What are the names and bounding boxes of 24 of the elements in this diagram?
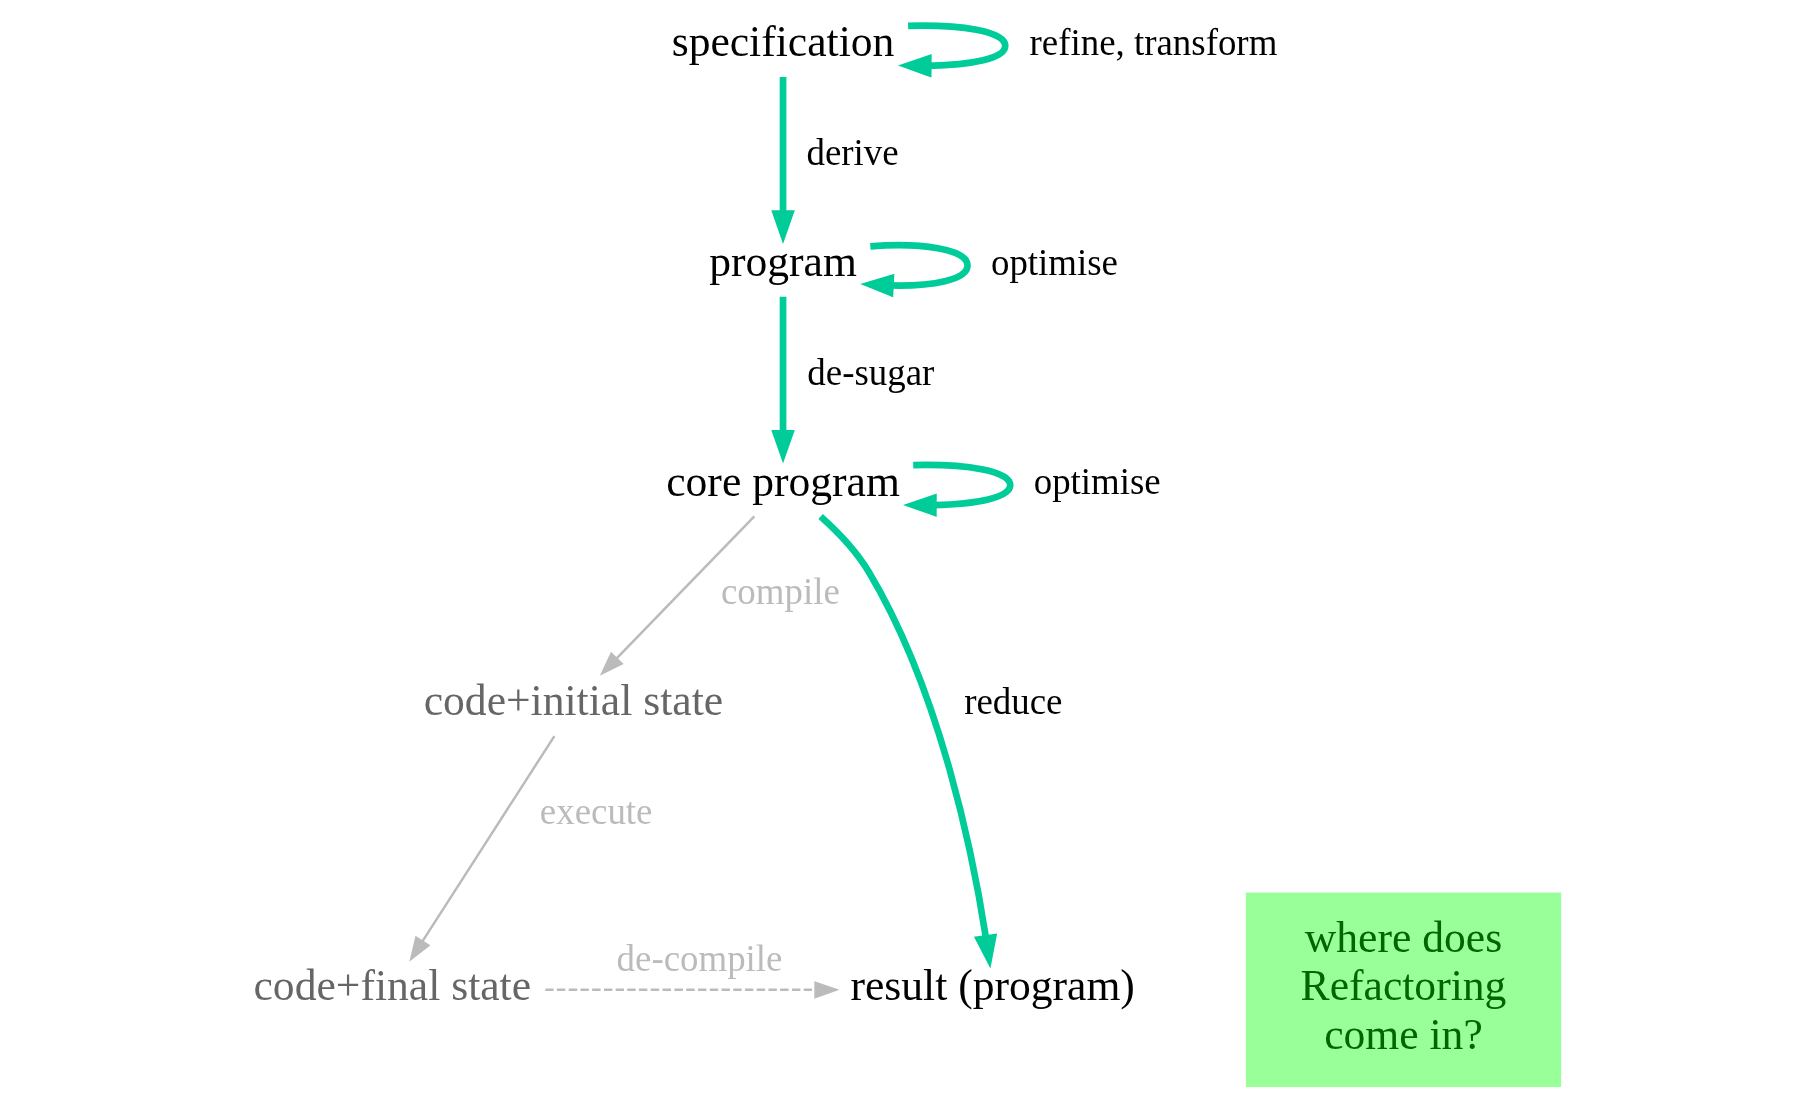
node-text: specification xyxy=(671,17,894,66)
node-text: result (program) xyxy=(849,961,1135,1010)
edge-label: optimise xyxy=(1033,461,1161,503)
arrow xyxy=(408,735,555,962)
edge-label: de-compile xyxy=(616,937,782,979)
node-box: where does Refactoring come in? xyxy=(1245,892,1561,1088)
node-text: code+initial state xyxy=(423,676,723,725)
edge-label: refine, transform xyxy=(1029,22,1277,64)
node-text: core program xyxy=(665,456,900,505)
arrow xyxy=(770,296,795,464)
arrow xyxy=(817,513,997,969)
edge-label: optimise xyxy=(990,241,1118,283)
arrow xyxy=(544,981,840,999)
node-text: program xyxy=(708,236,857,285)
arrow xyxy=(897,22,1009,78)
edge-label: derive xyxy=(806,131,899,173)
node-text: code+final state xyxy=(253,961,531,1010)
arrow xyxy=(902,461,1014,517)
edge-label: reduce xyxy=(963,681,1062,723)
edge-label: compile xyxy=(720,571,840,613)
arrow xyxy=(599,515,755,676)
edge-label: de-sugar xyxy=(806,351,934,393)
arrow xyxy=(859,241,971,298)
edge-label: execute xyxy=(539,791,652,833)
